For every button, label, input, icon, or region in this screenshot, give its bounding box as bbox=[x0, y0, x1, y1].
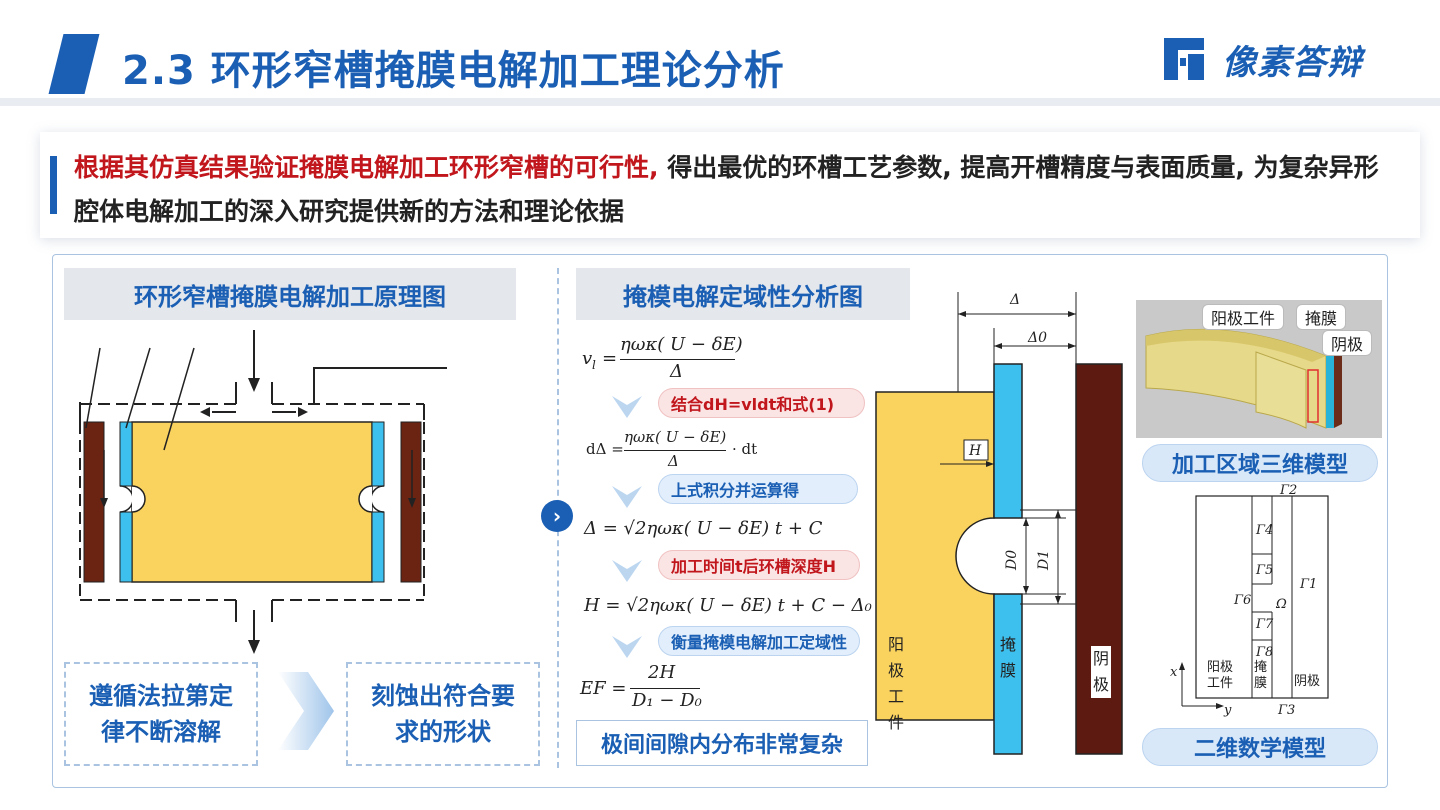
gamma-3-label: Γ3 bbox=[1277, 703, 1295, 718]
caption-2d-model: 二维数学模型 bbox=[1142, 728, 1378, 766]
label-d1: D1 bbox=[1036, 550, 1052, 571]
intro-box bbox=[40, 132, 1420, 238]
formula-depth: H = √2ηωκ( U − δE) t + C − Δ₀ bbox=[584, 595, 872, 616]
localization-title: 掩模电解定域性分析图 bbox=[576, 268, 910, 320]
label-h: H bbox=[968, 443, 982, 459]
logo-mark-icon bbox=[1162, 34, 1212, 84]
gamma-2-label: Γ2 bbox=[1279, 483, 1297, 498]
step-pill-2: 上式积分并运算得 bbox=[658, 474, 858, 504]
gamma-6-label: Γ6 bbox=[1233, 593, 1251, 608]
flow-arrow-icon bbox=[278, 672, 334, 750]
label-mask: 掩膜 bbox=[1000, 635, 1017, 680]
model-3d-image bbox=[1136, 300, 1382, 438]
label-delta: Δ bbox=[1009, 292, 1020, 308]
logo: 像素答辩 bbox=[1162, 34, 1362, 84]
principle-diagram bbox=[79, 330, 447, 654]
label-2d-mask: 掩膜 bbox=[1254, 660, 1268, 691]
label-d0: D0 bbox=[1004, 550, 1020, 571]
label-delta0: Δ0 bbox=[1027, 330, 1047, 346]
process-box-dissolve: 遵循法拉第定律不断溶解 bbox=[64, 662, 258, 766]
label-3d-cathode: 阴极 bbox=[1322, 330, 1373, 356]
title-accent-bar bbox=[48, 34, 100, 94]
intro-highlight: 根据其仿真结果验证掩膜电解加工环形窄槽的可行性, bbox=[74, 153, 659, 182]
label-anode: 阳极工件 bbox=[888, 635, 905, 732]
logo-text: 像素答辩 bbox=[1222, 42, 1362, 83]
complexity-note: 极间间隙内分布非常复杂 bbox=[576, 720, 868, 766]
gamma-5-label: Γ5 bbox=[1255, 563, 1273, 578]
chevron-down-icon bbox=[612, 486, 642, 508]
step-pill-3: 加工时间t后环槽深度H bbox=[658, 550, 860, 580]
gamma-7-label: Γ7 bbox=[1255, 617, 1274, 632]
intro-accent-bar bbox=[50, 156, 57, 214]
label-2d-cathode: 阴极 bbox=[1294, 674, 1321, 689]
step-pill-4: 衡量掩模电解加工定域性 bbox=[658, 626, 860, 656]
page-title: 2.3 环形窄槽掩膜电解加工理论分析 bbox=[122, 48, 785, 94]
chevron-down-icon bbox=[612, 396, 642, 418]
process-box-etch: 刻蚀出符合要求的形状 bbox=[346, 662, 540, 766]
intro-text: 根据其仿真结果验证掩膜电解加工环形窄槽的可行性, 得出最优的环槽工艺参数, 提高… bbox=[74, 146, 1394, 234]
gamma-4-label: Γ4 bbox=[1255, 523, 1273, 538]
formula-differential: dΔ = ηωκ( U − δE) Δ · dt bbox=[586, 428, 758, 470]
model-2d-diagram: Γ2 Γ4 Γ5 Γ6 Γ1 Ω Γ7 Γ8 Γ3 x y bbox=[1170, 483, 1329, 718]
label-cathode: 阴极 bbox=[1091, 646, 1111, 698]
axis-x-label: x bbox=[1170, 665, 1178, 680]
caption-3d-model: 加工区域三维模型 bbox=[1142, 444, 1378, 482]
chevron-down-icon bbox=[612, 636, 642, 658]
label-2d-anode: 阳极工件 bbox=[1206, 660, 1233, 691]
formula-gap: Δ = √2ηωκ( U − δE) t + C bbox=[584, 518, 823, 539]
next-arrow-icon: › bbox=[541, 500, 573, 532]
omega-label: Ω bbox=[1275, 597, 1287, 612]
principle-title: 环形窄槽掩膜电解加工原理图 bbox=[64, 268, 516, 320]
content-frame bbox=[52, 254, 1388, 788]
gap-analysis-diagram: Δ Δ0 H D0 D1 bbox=[875, 292, 1123, 755]
label-3d-anode: 阳极工件 bbox=[1202, 304, 1285, 330]
gamma-8-label: Γ8 bbox=[1255, 645, 1273, 660]
gamma-1-label: Γ1 bbox=[1299, 577, 1317, 592]
header-divider bbox=[0, 98, 1440, 106]
chevron-down-icon bbox=[612, 560, 642, 582]
intro-rest: 得出最优的环槽工艺参数, 提高开槽精度与表面质量, 为复杂异形腔体电解加工的深入… bbox=[74, 153, 1379, 226]
axis-y-label: y bbox=[1223, 703, 1232, 718]
label-3d-mask: 掩膜 bbox=[1296, 304, 1347, 330]
formula-velocity: v l = ηωκ( U − δE) Δ bbox=[582, 334, 743, 382]
step-pill-1: 结合dH=vldt和式(1) bbox=[658, 388, 865, 418]
formula-ef: EF = 2H D₁ − D₀ bbox=[580, 662, 702, 711]
